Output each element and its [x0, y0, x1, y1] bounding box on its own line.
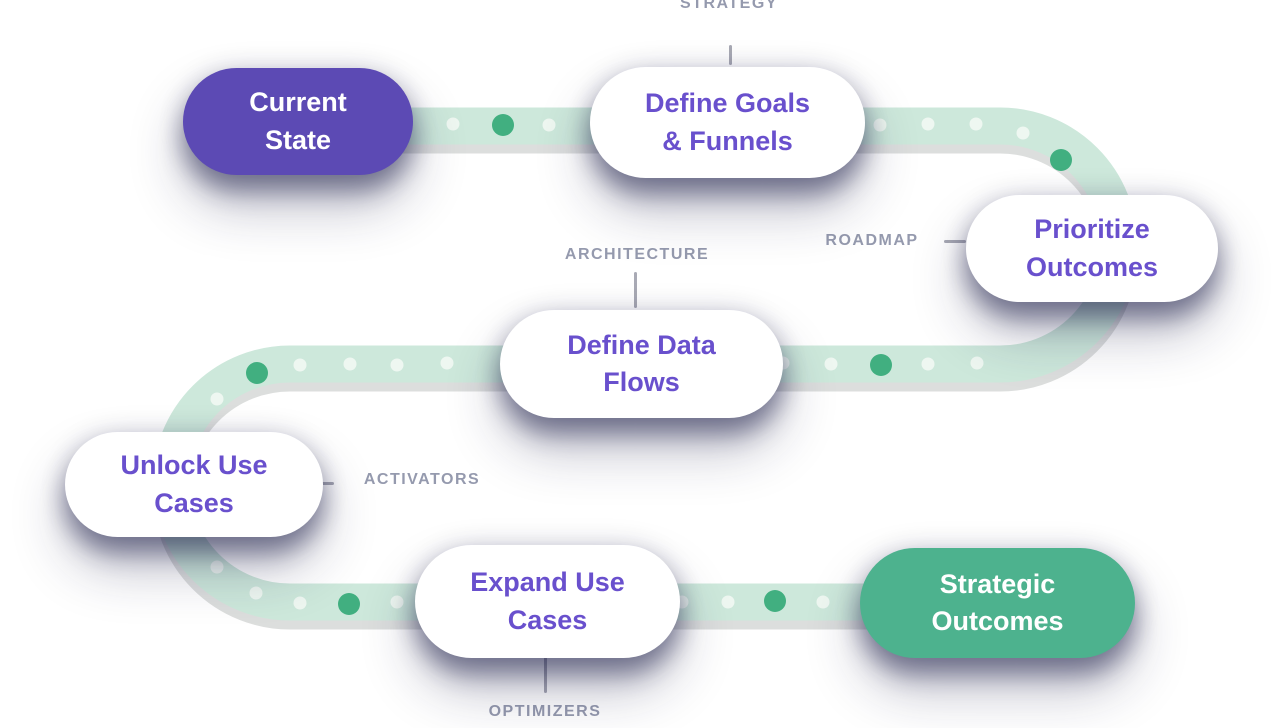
path-dot-green — [870, 354, 892, 376]
node-label-line: State — [264, 124, 332, 155]
node-label-line: Cases — [154, 487, 234, 518]
path-dot-white — [816, 595, 830, 609]
path-dot-white — [921, 117, 935, 131]
path-dot-white — [824, 357, 838, 371]
node-label-line: Expand Use — [470, 567, 625, 598]
path-dot-white — [921, 357, 935, 371]
phase-label-roadmap: ROADMAP — [825, 232, 919, 249]
path-dot-green — [246, 362, 268, 384]
path-dot-green — [338, 593, 360, 615]
path-dot-white — [293, 358, 307, 372]
path-dot-white — [390, 358, 404, 372]
node-label-line: Define Goals — [644, 88, 811, 119]
connector-tick-strategy — [729, 45, 732, 65]
path-dot-white — [249, 586, 263, 600]
phase-label-strategy: STRATEGY — [680, 0, 778, 12]
node-define-data-flows: Define Data Flows — [500, 310, 783, 418]
path-dot-white — [1016, 126, 1030, 140]
node-label-line: Prioritize — [1034, 214, 1150, 245]
connector-tick-architecture — [634, 272, 637, 308]
path-dot-white — [293, 596, 307, 610]
node-strategic-outcomes: Strategic Outcomes — [860, 548, 1135, 658]
node-label-line: & Funnels — [662, 125, 793, 156]
node-label-line: Flows — [603, 367, 680, 397]
node-label-line: Outcomes — [1025, 251, 1159, 282]
node-label-line: Current — [249, 87, 347, 118]
path-dot-white — [440, 356, 454, 370]
path-dot-white — [873, 118, 887, 132]
connector-tick-roadmap — [944, 240, 966, 243]
path-dot-green — [764, 590, 786, 612]
phase-label-activators: ACTIVATORS — [363, 471, 481, 488]
path-dot-green — [492, 114, 514, 136]
node-unlock-use-cases: Unlock Use Cases — [65, 432, 323, 537]
path-dot-white — [210, 392, 224, 406]
path-dot-white — [721, 595, 735, 609]
node-expand-use-cases: Expand Use Cases — [415, 545, 680, 658]
path-dot-white — [542, 118, 556, 132]
path-dot-white — [390, 595, 404, 609]
path-dot-white — [969, 117, 983, 131]
node-label-line: Cases — [507, 604, 588, 635]
node-prioritize-outcomes: Prioritize Outcomes — [966, 195, 1218, 302]
path-dot-white — [970, 356, 984, 370]
connector-tick-optimizers — [544, 657, 547, 693]
node-label-line: Unlock Use — [120, 450, 268, 481]
path-dot-green — [1050, 149, 1072, 171]
node-label-line: Outcomes — [931, 606, 1064, 636]
node-label-line: Define Data — [567, 329, 716, 360]
path-dot-white — [210, 560, 224, 574]
node-current-state: Current State — [183, 68, 413, 175]
phase-label-architecture: ARCHITECTURE — [564, 246, 710, 263]
path-dot-white — [343, 357, 357, 371]
phase-label-optimizers: OPTIMIZERS — [488, 703, 602, 720]
node-label-line: Strategic — [939, 568, 1056, 599]
node-define-goals-funnels: Define Goals & Funnels — [590, 67, 865, 178]
path-dot-white — [446, 117, 460, 131]
